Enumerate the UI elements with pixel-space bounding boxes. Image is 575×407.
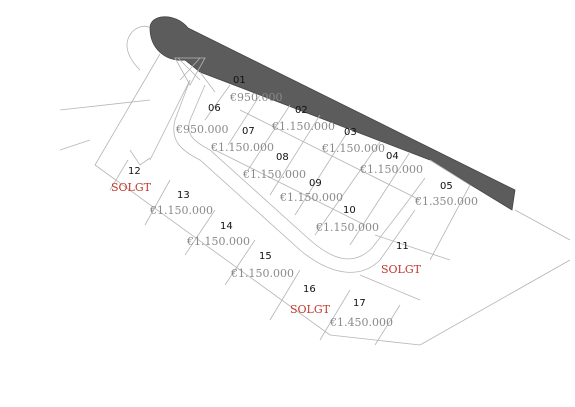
lot-status-17: €1.450.000 (329, 316, 393, 329)
lot-number-12: 12 (128, 166, 141, 177)
lot-number-02: 02 (295, 105, 308, 116)
lot-number-10: 10 (343, 205, 356, 216)
lot-status-02: €1.150.000 (271, 120, 335, 133)
road (149, 16, 516, 211)
lot-status-06: €950.000 (175, 123, 229, 136)
lot-status-07: €1.150.000 (210, 141, 274, 154)
lot-status-05: €1.350.000 (414, 195, 478, 208)
lot-status-15: €1.150.000 (230, 267, 294, 280)
lot-status-01: €950.000 (229, 91, 283, 104)
lot-status-14: €1.150.000 (186, 235, 250, 248)
lot-status-12: SOLGT (111, 181, 152, 194)
lot-number-11: 11 (396, 241, 409, 252)
lot-number-03: 03 (344, 127, 357, 138)
lot-number-13: 13 (177, 190, 190, 201)
lot-status-04: €1.150.000 (359, 163, 423, 176)
lot-number-06: 06 (208, 103, 221, 114)
lot-status-09: €1.150.000 (279, 191, 343, 204)
lot-number-14: 14 (220, 221, 233, 232)
lot-number-09: 09 (309, 178, 322, 189)
lot-status-11: SOLGT (381, 263, 422, 276)
lot-status-16: SOLGT (290, 303, 331, 316)
lot-status-13: €1.150.000 (149, 204, 213, 217)
lot-number-16: 16 (303, 284, 316, 295)
plot-lines (59, 26, 571, 346)
lot-status-03: €1.150.000 (321, 142, 385, 155)
lot-number-01: 01 (233, 75, 246, 86)
lot-status-08: €1.150.000 (242, 168, 306, 181)
lot-number-05: 05 (440, 181, 453, 192)
lot-status-10: €1.150.000 (315, 221, 379, 234)
lot-number-15: 15 (259, 251, 272, 262)
lot-number-07: 07 (242, 126, 255, 137)
lot-number-08: 08 (276, 152, 289, 163)
lot-number-17: 17 (353, 298, 366, 309)
lot-number-04: 04 (386, 151, 399, 162)
